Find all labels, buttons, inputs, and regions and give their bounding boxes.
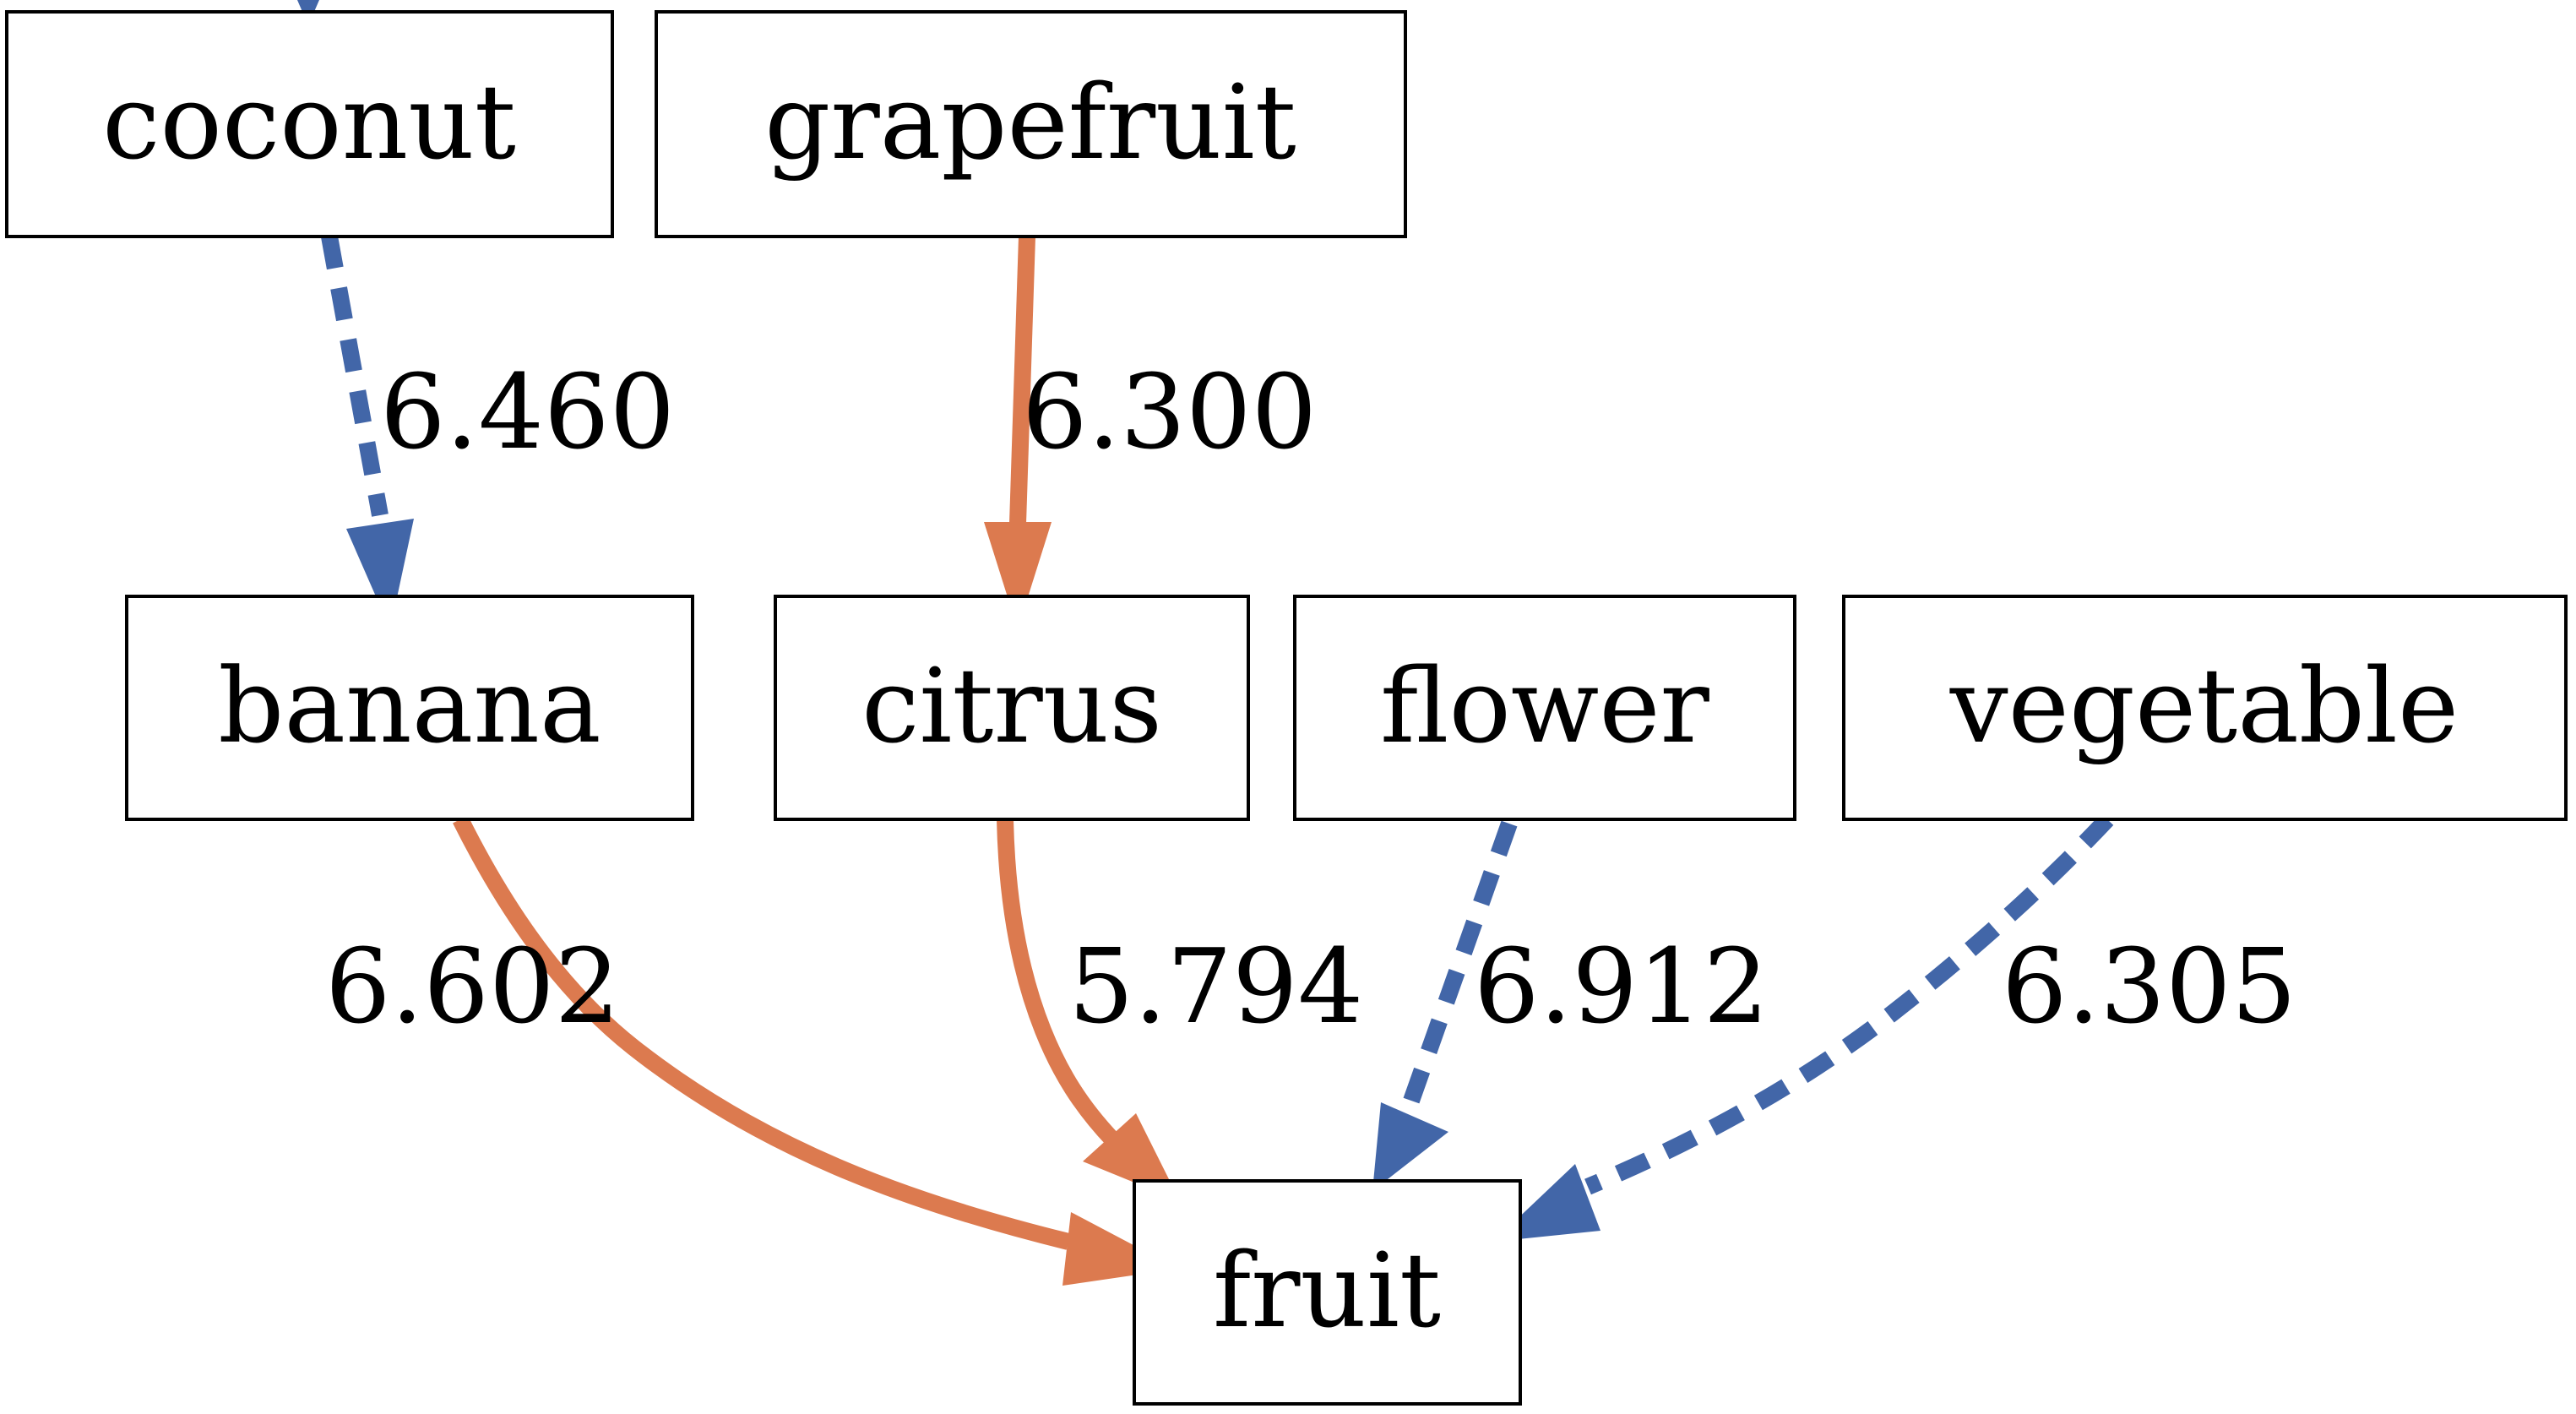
edge-label-citrus-fruit: 5.794 bbox=[1068, 927, 1363, 1047]
node-flower[interactable]: flower bbox=[1293, 595, 1796, 821]
edge-label-flower-fruit: 6.912 bbox=[1474, 927, 1769, 1047]
edge-label-coconut-banana: 6.460 bbox=[380, 352, 675, 472]
edge-label-vegetable-fruit: 6.305 bbox=[2002, 927, 2296, 1047]
node-label-grapefruit: grapefruit bbox=[764, 63, 1296, 182]
edge-coconut-banana: 6.460 bbox=[321, 235, 675, 629]
edge-label-banana-fruit: 6.602 bbox=[325, 927, 620, 1047]
node-banana[interactable]: banana bbox=[125, 595, 694, 821]
edge-label-grapefruit-citrus: 6.300 bbox=[1022, 352, 1317, 472]
edge-citrus-fruit: 5.794 bbox=[997, 818, 1363, 1201]
edge-flower-fruit: 6.912 bbox=[1372, 820, 1769, 1191]
node-coconut[interactable]: coconut bbox=[5, 10, 614, 238]
node-grapefruit[interactable]: grapefruit bbox=[655, 10, 1407, 238]
edge-grapefruit-citrus: 6.300 bbox=[984, 236, 1317, 629]
node-label-citrus: citrus bbox=[861, 646, 1162, 766]
node-label-fruit: fruit bbox=[1213, 1231, 1441, 1351]
node-vegetable[interactable]: vegetable bbox=[1842, 595, 2568, 821]
node-label-banana: banana bbox=[218, 646, 601, 766]
node-citrus[interactable]: citrus bbox=[774, 595, 1250, 821]
node-label-flower: flower bbox=[1380, 646, 1709, 766]
node-label-vegetable: vegetable bbox=[1949, 646, 2459, 766]
edge-vegetable-fruit: 6.305 bbox=[1493, 813, 2296, 1242]
node-fruit[interactable]: fruit bbox=[1133, 1179, 1522, 1406]
node-label-coconut: coconut bbox=[102, 63, 516, 182]
